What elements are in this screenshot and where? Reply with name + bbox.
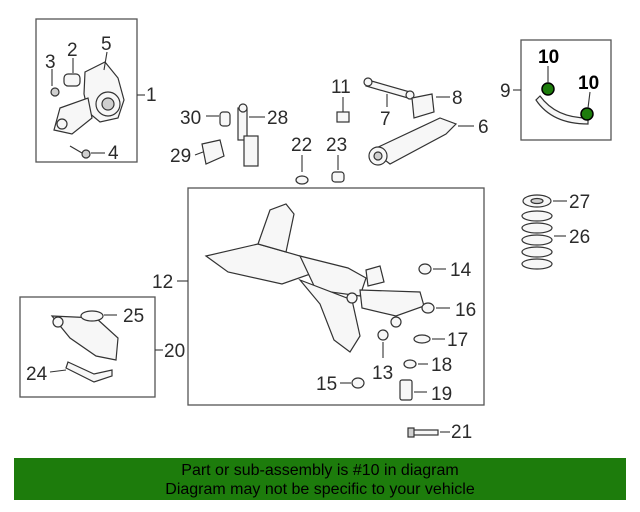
crossmember-box [187,187,485,406]
callout-30: 30 [180,108,201,129]
callout-23: 23 [326,135,347,156]
callout-8: 8 [452,88,463,109]
callout-26: 26 [569,227,590,248]
bumper-19 [399,379,413,401]
callout-4: 4 [108,143,119,164]
nut-13 [377,329,389,341]
callout-17: 17 [447,330,468,351]
callout-22: 22 [291,135,312,156]
bushing-10-left [541,82,555,96]
callout-10-left: 10 [538,47,559,68]
lower-arm-group-box [19,296,156,398]
knuckle-drawing [53,61,125,135]
mount-14 [418,263,432,275]
bolt-21 [407,427,439,438]
callout-14: 14 [450,260,472,281]
callout-27: 27 [569,192,590,213]
bracket-29 [201,139,225,165]
bushing-10-right [580,107,594,121]
upper-arm-drawing [535,95,589,125]
nut-15 [351,377,365,389]
callout-16: 16 [455,300,476,321]
crossmember-drawing [204,203,425,353]
callout-29: 29 [170,146,191,167]
bracket-24 [65,361,113,383]
bracket-8 [411,93,435,119]
clip-11 [336,111,350,123]
callout-19: 19 [431,384,452,405]
ring-17 [413,334,431,344]
nut-23 [331,171,345,183]
callout-28: 28 [267,108,288,129]
bump-stop-30 [219,111,231,127]
callout-20: 20 [164,341,185,362]
callout-12: 12 [152,272,173,293]
bushing-2 [63,73,81,87]
lateral-link-7 [363,77,415,100]
mount-16 [421,302,435,314]
callout-2: 2 [67,40,78,61]
washer-22 [295,175,309,185]
ring-18 [403,359,417,369]
knuckle-group-box [35,18,138,163]
callout-13: 13 [372,363,393,384]
banner-line-2: Diagram may not be specific to your vehi… [165,481,475,498]
callout-15: 15 [316,374,337,395]
callout-10-right: 10 [578,73,599,94]
bolt-4 [69,145,91,159]
callout-7: 7 [380,109,391,130]
bolt-3 [50,87,60,97]
callout-6: 6 [478,117,489,138]
callout-5: 5 [101,34,112,55]
callout-24: 24 [26,364,48,385]
callout-21: 21 [451,422,472,443]
callout-25: 25 [123,306,144,327]
info-banner: Part or sub-assembly is #10 in diagram D… [14,458,626,500]
callout-9: 9 [500,81,511,102]
callout-18: 18 [431,355,452,376]
spring-seat-27 [522,194,552,208]
parts-diagram: 1 2 3 4 5 30 28 29 22 23 11 7 8 [19,18,612,443]
trailing-arm-6 [368,117,458,166]
lower-arm-drawing [50,315,119,361]
callout-1: 1 [146,85,157,106]
banner-line-1: Part or sub-assembly is #10 in diagram [181,462,459,479]
shock-absorber-28 [237,103,259,167]
seat-25 [80,310,104,322]
callout-3: 3 [45,52,56,73]
callout-11: 11 [331,77,351,98]
coil-spring-26 [521,210,553,270]
